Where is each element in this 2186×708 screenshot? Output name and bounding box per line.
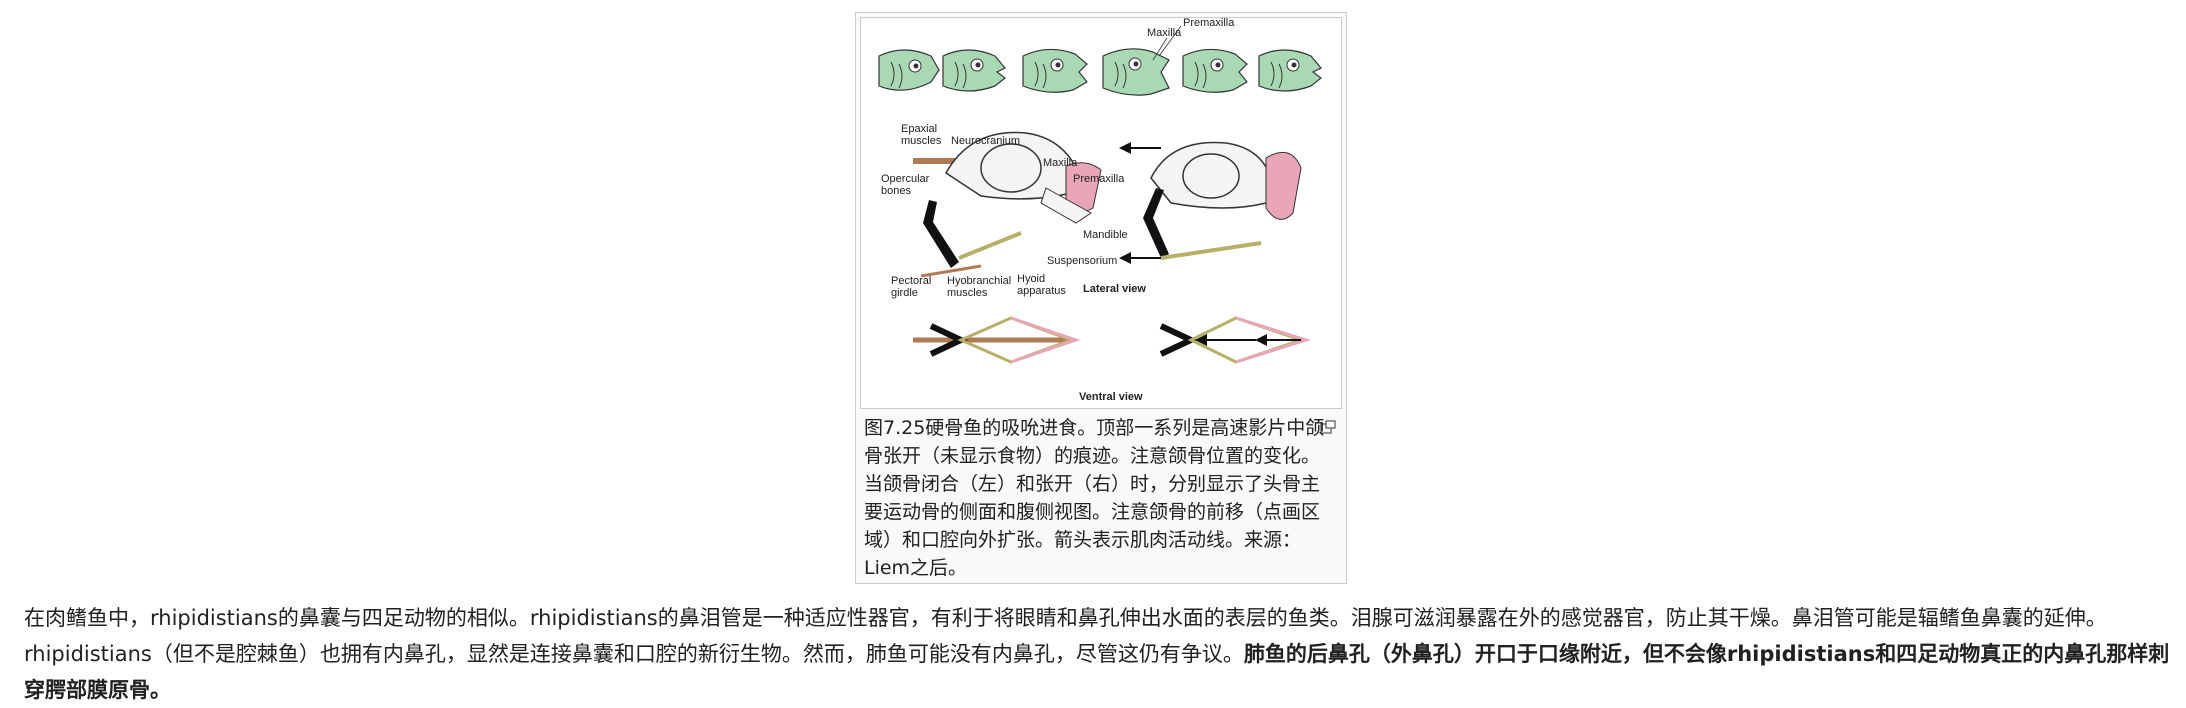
label-mandible: Mandible bbox=[1083, 229, 1128, 241]
label-maxilla: Maxilla bbox=[1043, 157, 1078, 169]
label-premaxilla: Premaxilla bbox=[1073, 173, 1125, 185]
label-epaxial: Epaxial bbox=[901, 123, 937, 135]
figure-caption: 图7.25硬骨鱼的吸吮进食。顶部一系列是高速影片中颌骨张开（未显示食物）的痕迹。… bbox=[864, 417, 1325, 579]
fish-head-sequence: Maxilla Premaxilla bbox=[878, 18, 1322, 96]
label-hyobranchial: Hyobranchial bbox=[947, 275, 1011, 287]
ventral-view: Ventral view bbox=[913, 316, 1312, 403]
fish-head-4 bbox=[1102, 25, 1182, 96]
label-epaxial-muscles: muscles bbox=[901, 135, 942, 147]
label-premaxilla-top: Premaxilla bbox=[1183, 18, 1235, 29]
label-maxilla-top: Maxilla bbox=[1147, 27, 1182, 39]
fish-head-1 bbox=[878, 49, 940, 91]
label-opercular-bones: bones bbox=[881, 185, 911, 197]
label-suspensorium: Suspensorium bbox=[1047, 255, 1117, 267]
figure-thumbnail: Maxilla Premaxilla Epaxial muscles Neuro… bbox=[855, 12, 1347, 584]
paragraph-text: 在肉鳍鱼中，rhipidistians的鼻囊与四足动物的相似。rhipidist… bbox=[24, 606, 2107, 666]
fish-head-6 bbox=[1258, 49, 1322, 92]
article-paragraph: 在肉鳍鱼中，rhipidistians的鼻囊与四足动物的相似。rhipidist… bbox=[24, 600, 2174, 708]
lateral-view-open: Lateral view bbox=[1083, 141, 1302, 295]
fish-head-3 bbox=[1022, 48, 1088, 93]
label-hyobranchial-muscles: muscles bbox=[947, 287, 988, 299]
label-hyoid-apparatus: apparatus bbox=[1017, 285, 1066, 297]
label-lateral-view: Lateral view bbox=[1083, 283, 1146, 295]
lateral-view-closed: Epaxial muscles Neurocranium Opercular b… bbox=[881, 123, 1128, 299]
label-pectoral-girdle: girdle bbox=[891, 287, 918, 299]
suction-feeding-illustration: Maxilla Premaxilla Epaxial muscles Neuro… bbox=[878, 18, 1322, 403]
label-opercular: Opercular bbox=[881, 173, 930, 185]
label-ventral-view: Ventral view bbox=[1079, 391, 1143, 403]
magnify-icon[interactable] bbox=[1320, 420, 1336, 434]
fish-head-2 bbox=[942, 49, 1006, 92]
paragraph-bold-text: 肺鱼的后鼻孔（外鼻孔）开口于口缘附近，但不会像rhipidistians和四足动… bbox=[24, 642, 2170, 702]
label-hyoid: Hyoid bbox=[1017, 273, 1045, 285]
figure-image[interactable]: Maxilla Premaxilla Epaxial muscles Neuro… bbox=[860, 17, 1342, 409]
label-pectoral: Pectoral bbox=[891, 275, 931, 287]
fish-head-5 bbox=[1182, 48, 1248, 93]
label-neurocranium: Neurocranium bbox=[951, 135, 1020, 147]
